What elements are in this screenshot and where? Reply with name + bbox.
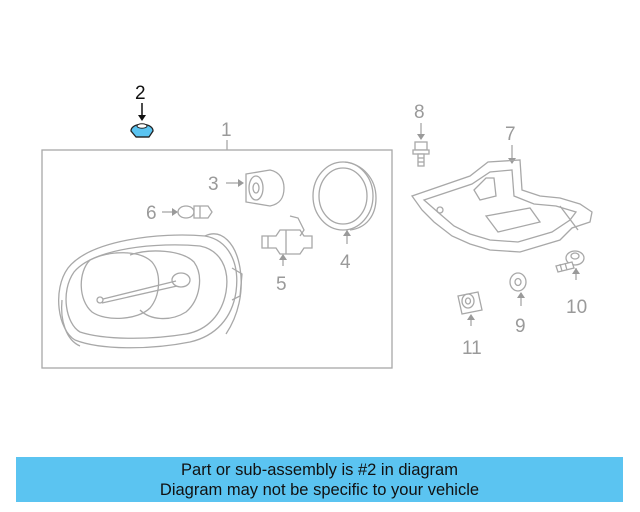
banner-line-2: Diagram may not be specific to your vehi… <box>159 480 480 499</box>
part-2-clip[interactable]: 2 <box>130 83 154 138</box>
part-3-socket[interactable]: 3 <box>208 169 285 207</box>
part-8-bolt[interactable]: 8 <box>412 102 430 167</box>
part-6-bulb[interactable]: 6 <box>146 203 213 224</box>
assembly-frame <box>41 149 393 369</box>
part-1-headlamp[interactable] <box>58 233 243 349</box>
part-7-bracket[interactable]: 7 <box>410 124 593 253</box>
callout-11: 11 <box>462 338 482 359</box>
banner-line-1: Part or sub-assembly is #2 in diagram <box>181 460 458 479</box>
part-5-bulb[interactable]: 5 <box>261 215 313 295</box>
info-banner: Part or sub-assembly is #2 in diagram Di… <box>16 457 623 502</box>
part-9-washer[interactable]: 9 <box>509 272 527 337</box>
part-4-ring[interactable]: 4 <box>312 161 377 273</box>
callout-8: 8 <box>414 102 425 123</box>
callout-4: 4 <box>340 252 351 273</box>
callout-6: 6 <box>146 203 157 224</box>
callout-2: 2 <box>135 83 146 104</box>
callout-1: 1 <box>221 120 232 141</box>
callout-3: 3 <box>208 174 219 195</box>
callout-5: 5 <box>276 274 287 295</box>
callout-10: 10 <box>566 297 587 318</box>
callout-9: 9 <box>515 316 526 337</box>
callout-7: 7 <box>505 124 516 145</box>
part-11-clip[interactable]: 11 <box>457 291 483 359</box>
part-10-screw[interactable]: 10 <box>555 250 587 318</box>
